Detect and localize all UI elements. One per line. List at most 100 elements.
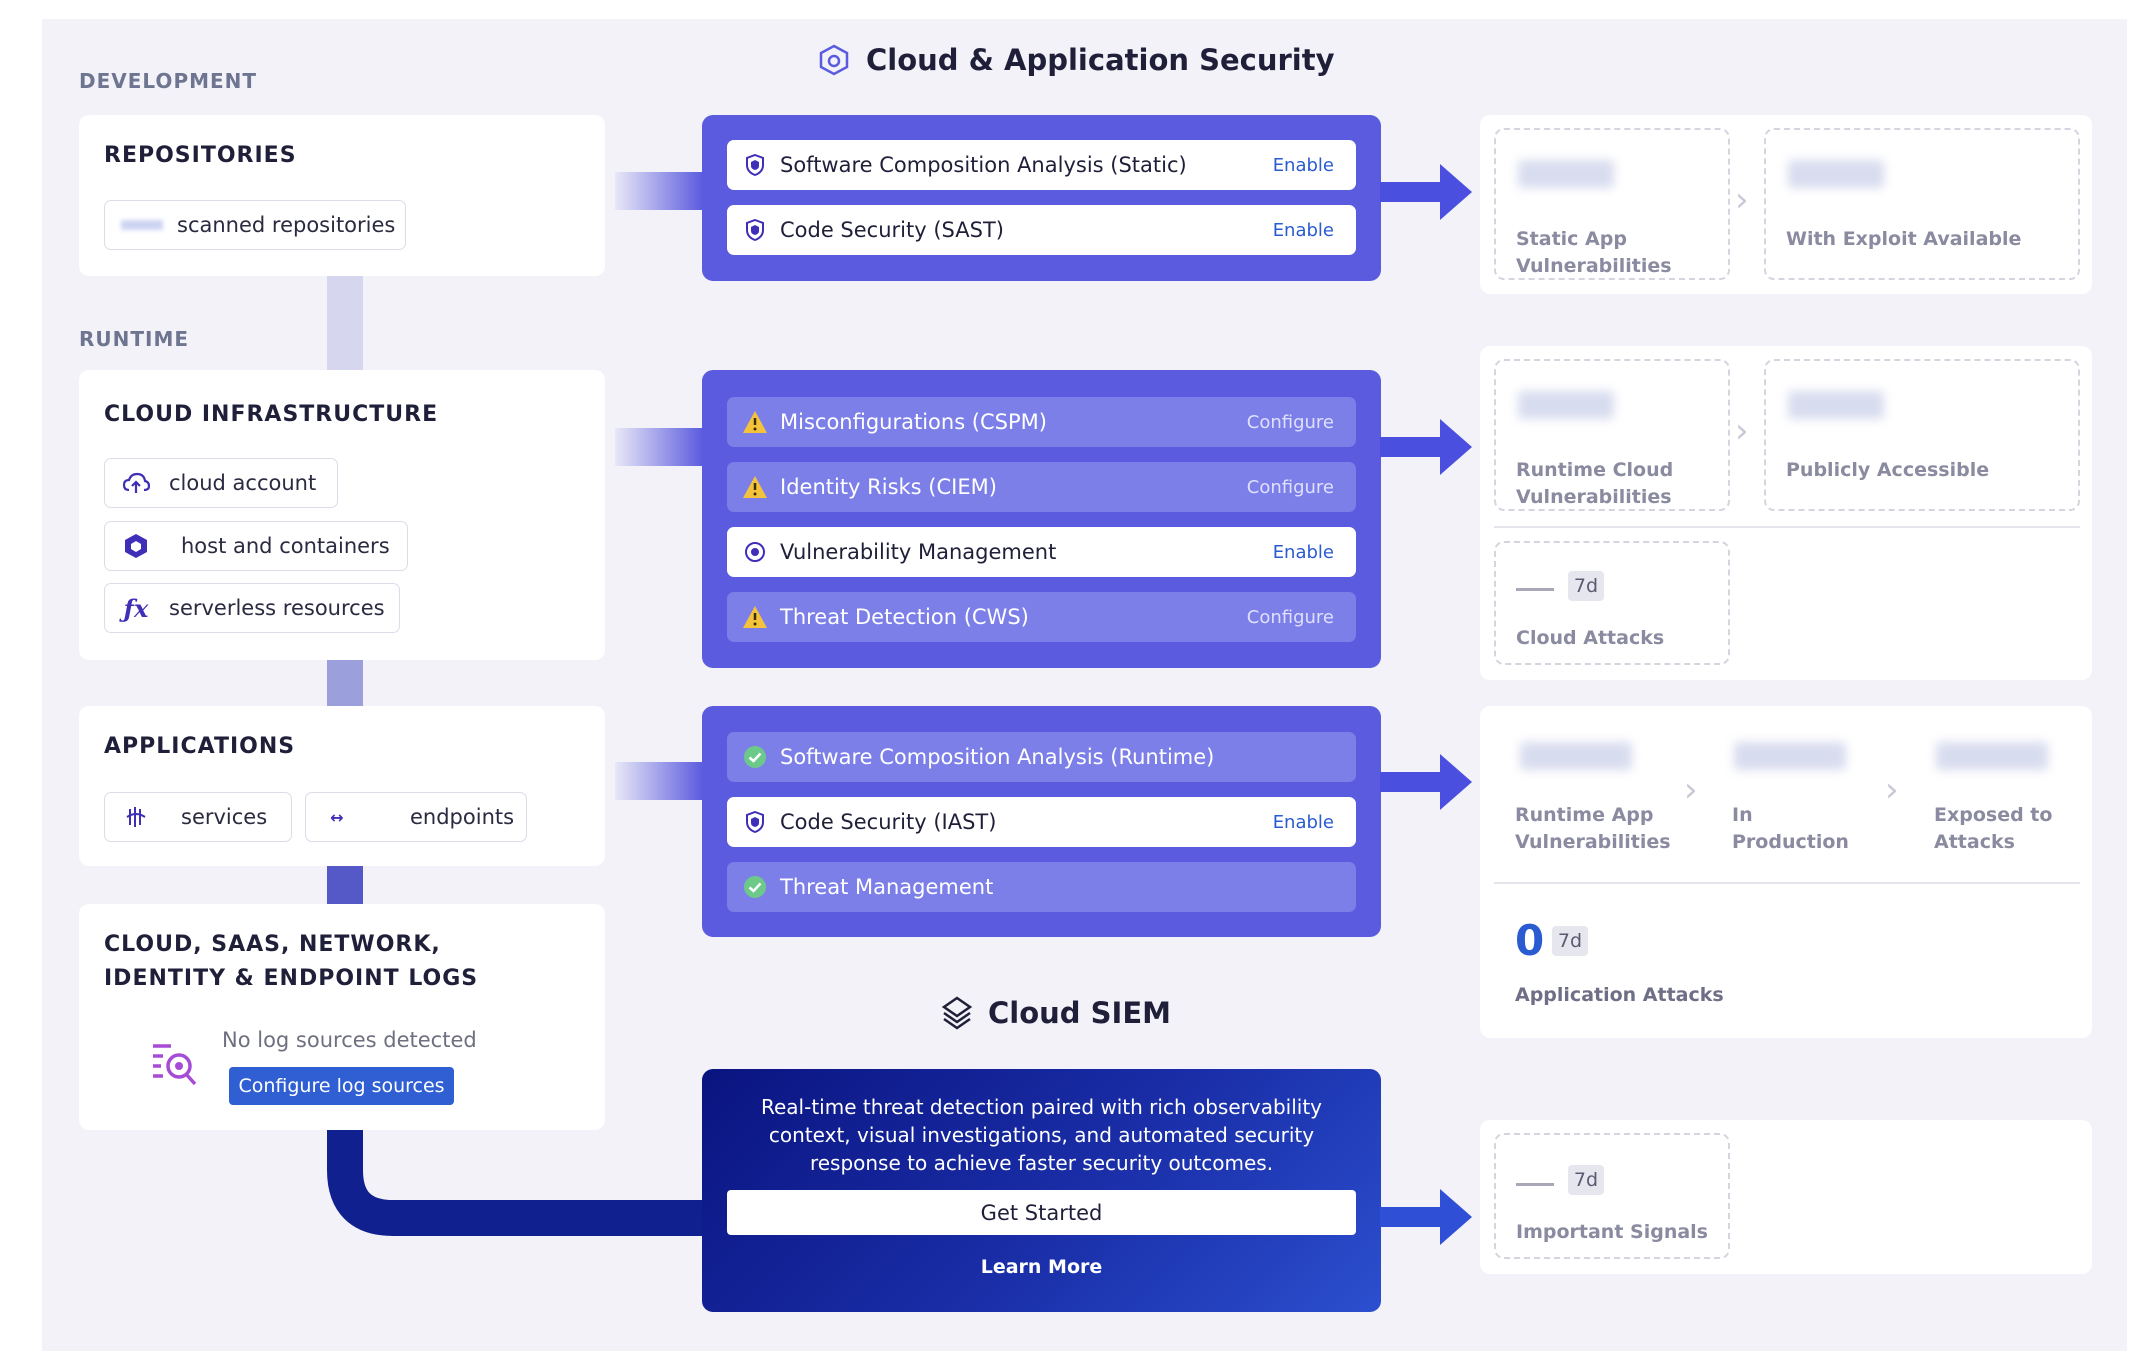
- vuln-mgmt-enable[interactable]: Enable: [1272, 541, 1334, 563]
- siem-icon: [940, 995, 974, 1031]
- divider: [1494, 882, 2080, 884]
- hub-row-ciem[interactable]: Identity Risks (CIEM) Configure: [727, 462, 1356, 512]
- cloud-upload-icon: [121, 471, 151, 495]
- logs-title-line1: CLOUD, SAAS, NETWORK,: [104, 932, 441, 957]
- log-search-icon: [149, 1038, 201, 1094]
- endpoints-label: endpoints: [410, 805, 515, 829]
- period-badge: 7d: [1552, 926, 1588, 956]
- repositories-card: REPOSITORIES scanned repositories: [79, 115, 605, 276]
- warning-icon: [742, 409, 768, 435]
- divider: [1494, 526, 2080, 528]
- hub-row-threat-mgmt[interactable]: Threat Management: [727, 862, 1356, 912]
- runtime-app-label: Runtime App Vulnerabilities: [1515, 804, 1671, 853]
- publicly-accessible-tile[interactable]: Publicly Accessible: [1764, 359, 2080, 511]
- static-app-vuln-tile[interactable]: Static App Vulnerabilities: [1494, 128, 1730, 280]
- connector-infra-apps: [327, 660, 363, 706]
- serverless-chip[interactable]: ƒx serverless resources: [104, 583, 400, 633]
- function-icon: ƒx: [123, 593, 149, 623]
- cloud-attacks-tile[interactable]: 7d Cloud Attacks: [1494, 541, 1730, 665]
- exposed-value-blur: [1936, 742, 2048, 770]
- ciem-configure[interactable]: Configure: [1246, 476, 1334, 498]
- sast-enable[interactable]: Enable: [1272, 219, 1334, 241]
- hub-row-cspm[interactable]: Misconfigurations (CSPM) Configure: [727, 397, 1356, 447]
- hub-row-sca-runtime[interactable]: Software Composition Analysis (Runtime): [727, 732, 1356, 782]
- cspm-label: Misconfigurations (CSPM): [780, 410, 1047, 434]
- hub-row-sca-static[interactable]: Software Composition Analysis (Static) E…: [727, 140, 1356, 190]
- connector-logs-siem: [327, 1130, 707, 1236]
- connector-apps-hub: [615, 762, 703, 800]
- logs-title-line2: IDENTITY & ENDPOINT LOGS: [104, 966, 479, 991]
- cloud-account-chip[interactable]: cloud account: [104, 458, 338, 508]
- get-started-button[interactable]: Get Started: [727, 1190, 1356, 1235]
- warning-icon: [742, 474, 768, 500]
- hub-row-cws[interactable]: Threat Detection (CWS) Configure: [727, 592, 1356, 642]
- iast-enable[interactable]: Enable: [1272, 811, 1334, 833]
- cspm-configure[interactable]: Configure: [1246, 411, 1334, 433]
- hub-row-vuln-mgmt[interactable]: Vulnerability Management Enable: [727, 527, 1356, 577]
- hub-row-iast[interactable]: Code Security (IAST) Enable: [727, 797, 1356, 847]
- threat-mgmt-label: Threat Management: [780, 875, 994, 899]
- development-label: DEVELOPMENT: [79, 69, 258, 93]
- applications-title: APPLICATIONS: [104, 734, 296, 759]
- app-attacks-value[interactable]: 0: [1515, 916, 1545, 965]
- cws-configure[interactable]: Configure: [1246, 606, 1334, 628]
- empty-value-dash: [1516, 588, 1554, 591]
- empty-value-dash: [1516, 1183, 1554, 1186]
- cloud-security-icon: [816, 42, 852, 78]
- siem-card: Real-time threat detection paired with r…: [702, 1069, 1381, 1312]
- host-containers-chip[interactable]: host and containers: [104, 521, 408, 571]
- chevron-right-icon: ›: [1735, 180, 1749, 220]
- siem-heading: Cloud SIEM: [940, 995, 1171, 1031]
- siem-description: Real-time threat detection paired with r…: [760, 1095, 1322, 1175]
- app-attacks-label: Application Attacks: [1515, 984, 1724, 1006]
- ciem-label: Identity Risks (CIEM): [780, 475, 997, 499]
- hub-runtime: Misconfigurations (CSPM) Configure Ident…: [702, 370, 1381, 668]
- publicly-value-blur: [1788, 391, 1884, 419]
- with-exploit-tile[interactable]: With Exploit Available: [1764, 128, 2080, 280]
- shield-icon: [742, 539, 768, 565]
- services-chip[interactable]: services: [104, 792, 292, 842]
- hub-row-sast[interactable]: Code Security (SAST) Enable: [727, 205, 1356, 255]
- check-icon: [742, 744, 768, 770]
- scanned-repositories-chip[interactable]: scanned repositories: [104, 200, 406, 250]
- in-prod-value-blur: [1734, 742, 1846, 770]
- cas-heading: Cloud & Application Security: [816, 42, 1335, 78]
- with-exploit-label: With Exploit Available: [1786, 228, 2022, 250]
- arrow-siem-icon: [1380, 1189, 1472, 1245]
- arrow-apps-icon: [1380, 754, 1472, 810]
- no-log-sources-text: No log sources detected: [222, 1028, 477, 1052]
- applications-card: APPLICATIONS services ↔ endpoints: [79, 706, 605, 866]
- publicly-label: Publicly Accessible: [1786, 459, 1990, 481]
- metrics-dev-card: Static App Vulnerabilities › With Exploi…: [1480, 115, 2092, 294]
- important-signals-tile[interactable]: 7d Important Signals: [1494, 1133, 1730, 1259]
- services-label: services: [181, 805, 268, 829]
- warning-icon: [742, 604, 768, 630]
- arrow-dev-icon: [1380, 164, 1472, 220]
- repo-count-blur: [121, 220, 163, 230]
- configure-log-sources-button[interactable]: Configure log sources: [229, 1067, 454, 1105]
- shield-icon: [742, 152, 768, 178]
- iast-label: Code Security (IAST): [780, 810, 997, 834]
- chevron-right-icon: ›: [1885, 770, 1899, 810]
- runtime-cloud-vuln-tile[interactable]: Runtime Cloud Vulnerabilities: [1494, 359, 1730, 511]
- shield-icon: [742, 809, 768, 835]
- static-app-value-blur: [1518, 160, 1614, 188]
- hexagon-icon: [121, 533, 151, 559]
- connector-repo-hub: [615, 172, 703, 210]
- cws-label: Threat Detection (CWS): [780, 605, 1029, 629]
- runtime-cloud-value-blur: [1518, 391, 1614, 419]
- check-icon: [742, 874, 768, 900]
- chevron-right-icon: ›: [1684, 770, 1698, 810]
- connector-infra-hub: [615, 428, 703, 466]
- period-badge: 7d: [1568, 571, 1604, 601]
- learn-more-link[interactable]: Learn More: [980, 1256, 1103, 1278]
- endpoints-chip[interactable]: ↔ endpoints: [305, 792, 527, 842]
- sca-runtime-label: Software Composition Analysis (Runtime): [780, 745, 1215, 769]
- metrics-apps-card: Runtime App Vulnerabilities › In Product…: [1480, 706, 2092, 1038]
- with-exploit-value-blur: [1788, 160, 1884, 188]
- runtime-cloud-label: Runtime Cloud Vulnerabilities: [1516, 459, 1674, 508]
- connector-apps-logs: [327, 866, 363, 904]
- sca-static-enable[interactable]: Enable: [1272, 154, 1334, 176]
- connector-dev-runtime: [327, 276, 363, 370]
- metrics-runtime-card: Runtime Cloud Vulnerabilities › Publicly…: [1480, 346, 2092, 680]
